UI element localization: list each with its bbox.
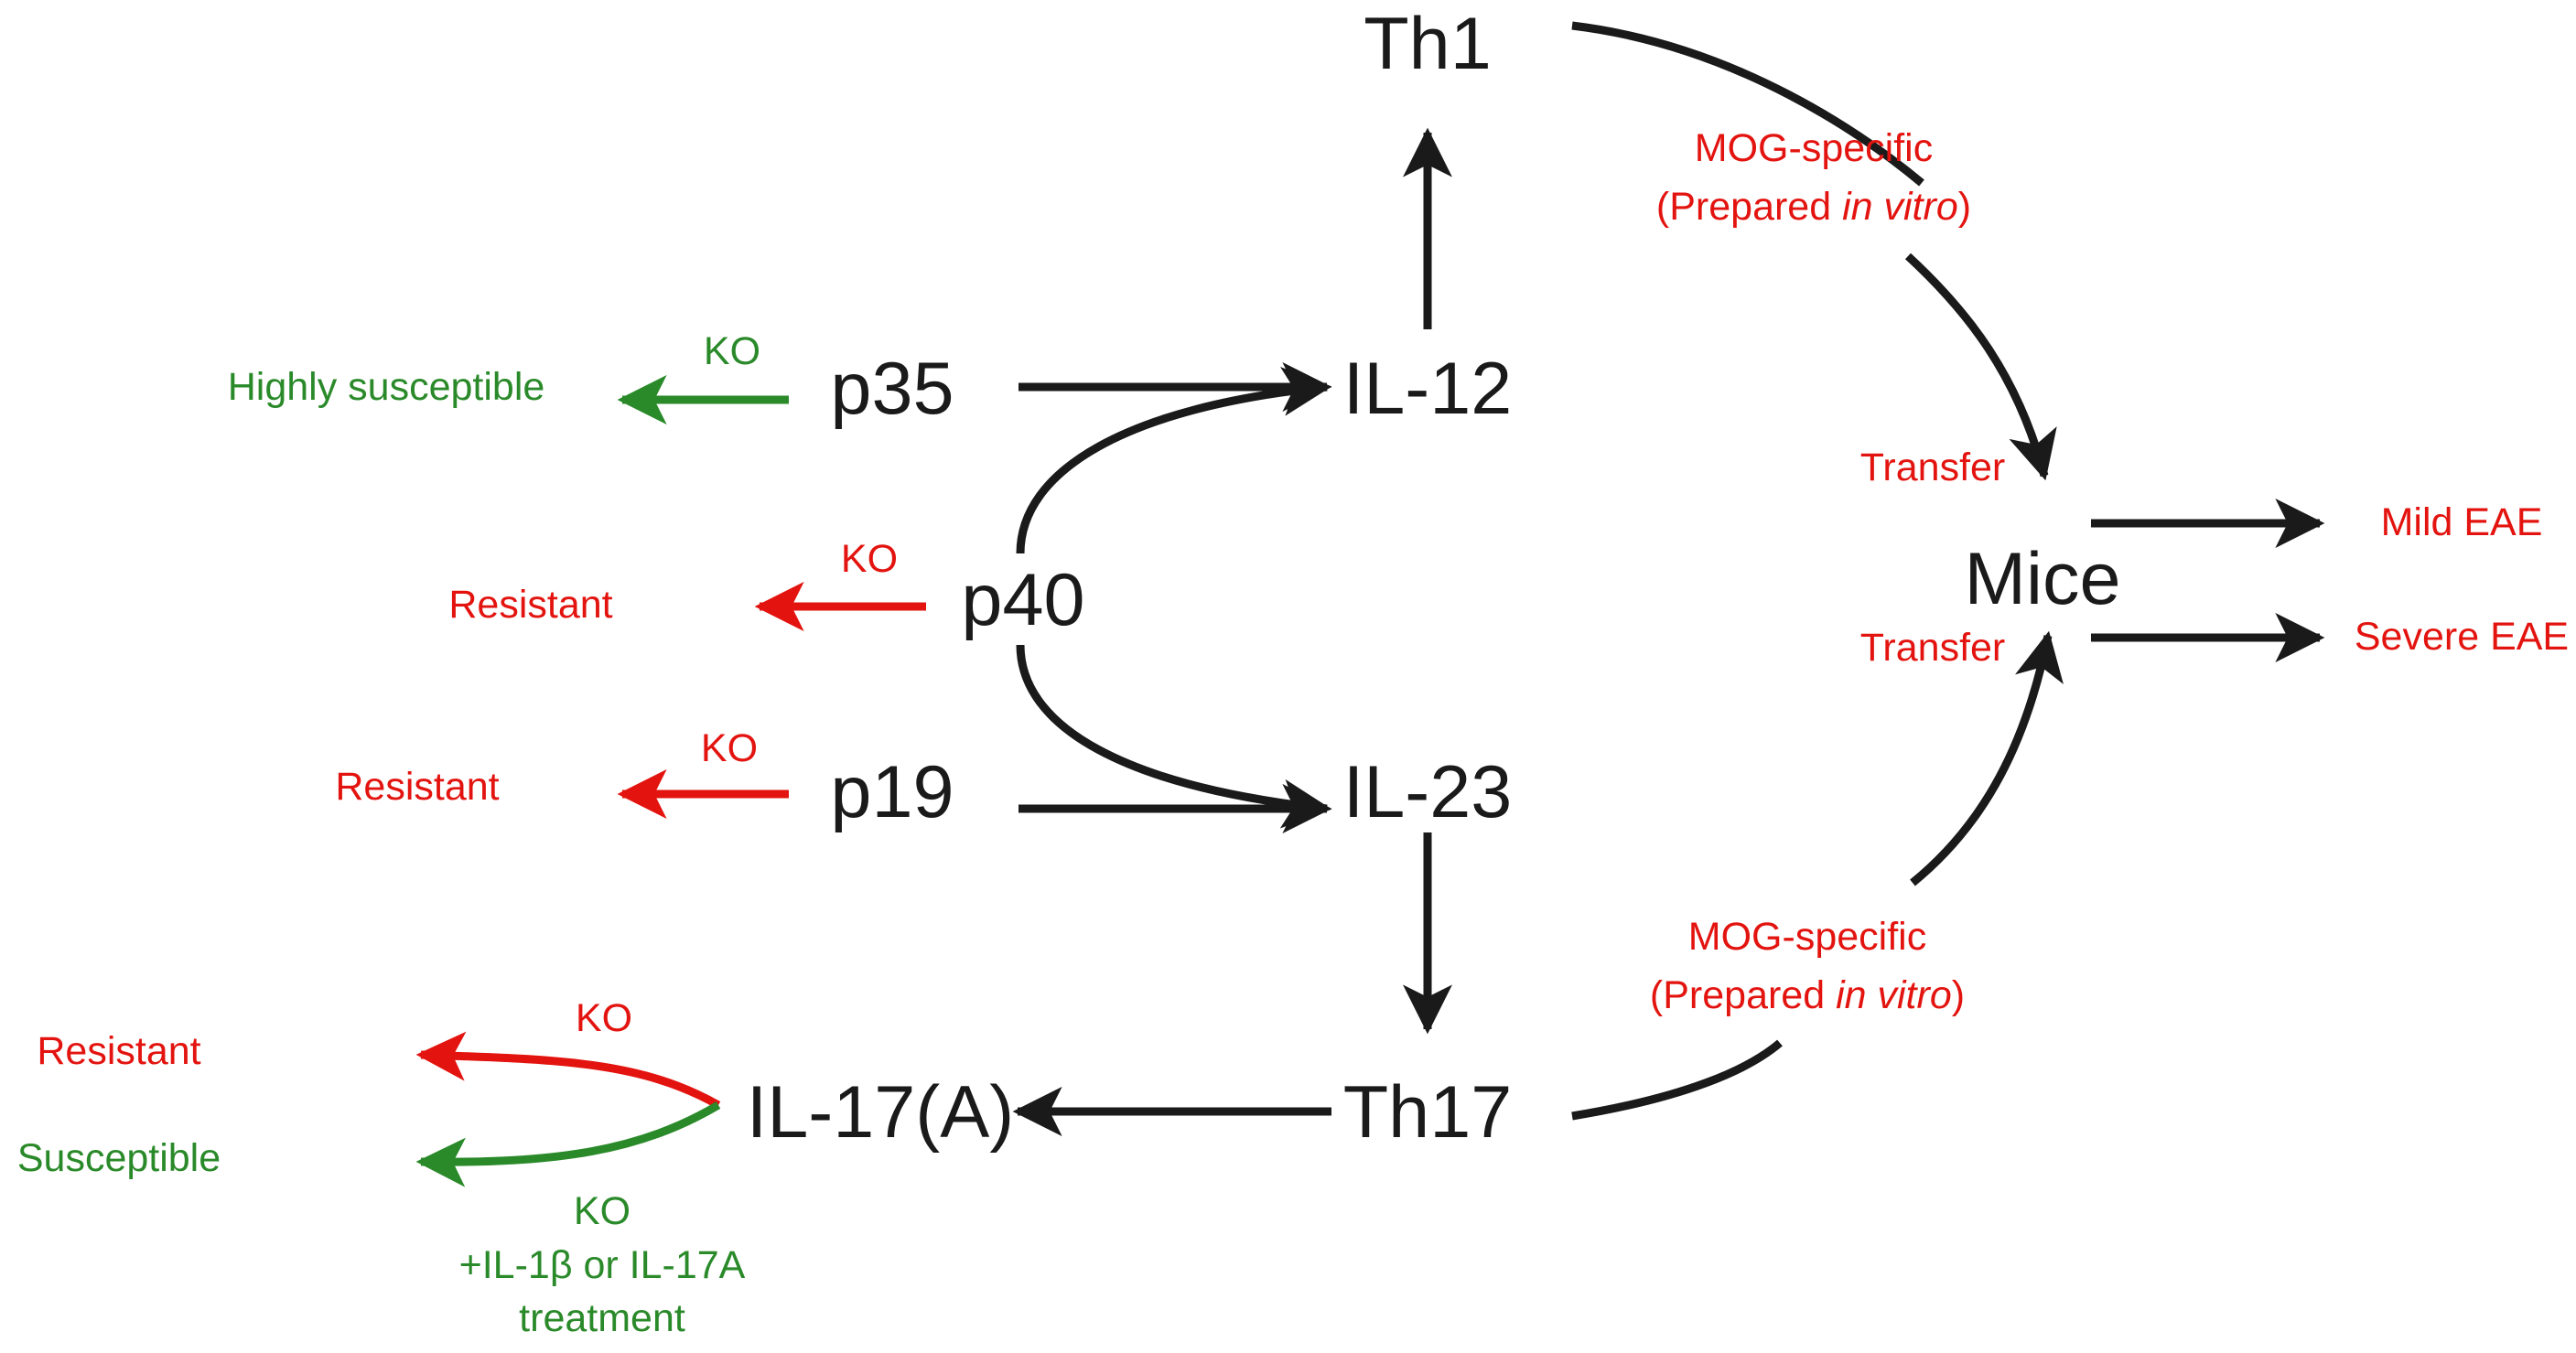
label-ko-p35: KO (704, 329, 760, 373)
arrow-th1-to-mice (1571, 21, 1924, 187)
label-mog-bottom-line2: (Prepared in vitro) (1650, 973, 1965, 1017)
arrow-p40-to-il12 (1016, 366, 1332, 554)
label-treatment-line2: treatment (519, 1296, 685, 1340)
label-ko-p40: KO (841, 537, 898, 581)
label-resistant-il17: Resistant (37, 1029, 200, 1073)
label-ko-il17-top: KO (576, 996, 632, 1040)
label-transfer-top: Transfer (1860, 446, 2006, 489)
label-resistant-p19: Resistant (335, 765, 499, 809)
arrow-th17-to-mice-head (1910, 630, 2064, 886)
label-severe-eae: Severe EAE (2355, 615, 2569, 659)
label-transfer-bottom: Transfer (1860, 626, 2006, 670)
node-il23: IL-23 (1343, 751, 1513, 833)
label-mog-top-line2: (Prepared in vitro) (1656, 185, 1971, 229)
node-p40: p40 (961, 559, 1084, 641)
arrow-p40-to-il23 (1016, 644, 1332, 829)
node-th1: Th1 (1363, 3, 1492, 85)
node-p19: p19 (830, 751, 954, 833)
label-ko-il17-bottom: KO (574, 1189, 631, 1233)
label-mild-eae: Mild EAE (2381, 500, 2543, 544)
arrow-il17a-ko-susceptible (415, 1101, 721, 1187)
node-mice: Mice (1964, 538, 2120, 620)
label-ko-p19: KO (701, 726, 758, 770)
node-il17a: IL-17(A) (747, 1071, 1015, 1154)
node-th17: Th17 (1343, 1071, 1513, 1154)
label-mog-top-line1: MOG-specific (1695, 126, 1933, 170)
arrow-th17-to-mice (1571, 1039, 1783, 1121)
node-p35: p35 (830, 348, 954, 430)
label-susceptible-il17: Susceptible (17, 1136, 221, 1180)
label-treatment-line1: +IL-1β or IL-17A (459, 1243, 746, 1287)
label-highly-susceptible: Highly susceptible (228, 365, 545, 409)
label-resistant-p40: Resistant (448, 583, 612, 627)
arrow-th1-to-mice-head (1904, 252, 2057, 481)
label-mog-bottom-line1: MOG-specific (1688, 915, 1926, 959)
node-il12: IL-12 (1343, 348, 1513, 430)
arrow-il17a-ko-resistant (415, 1031, 721, 1109)
